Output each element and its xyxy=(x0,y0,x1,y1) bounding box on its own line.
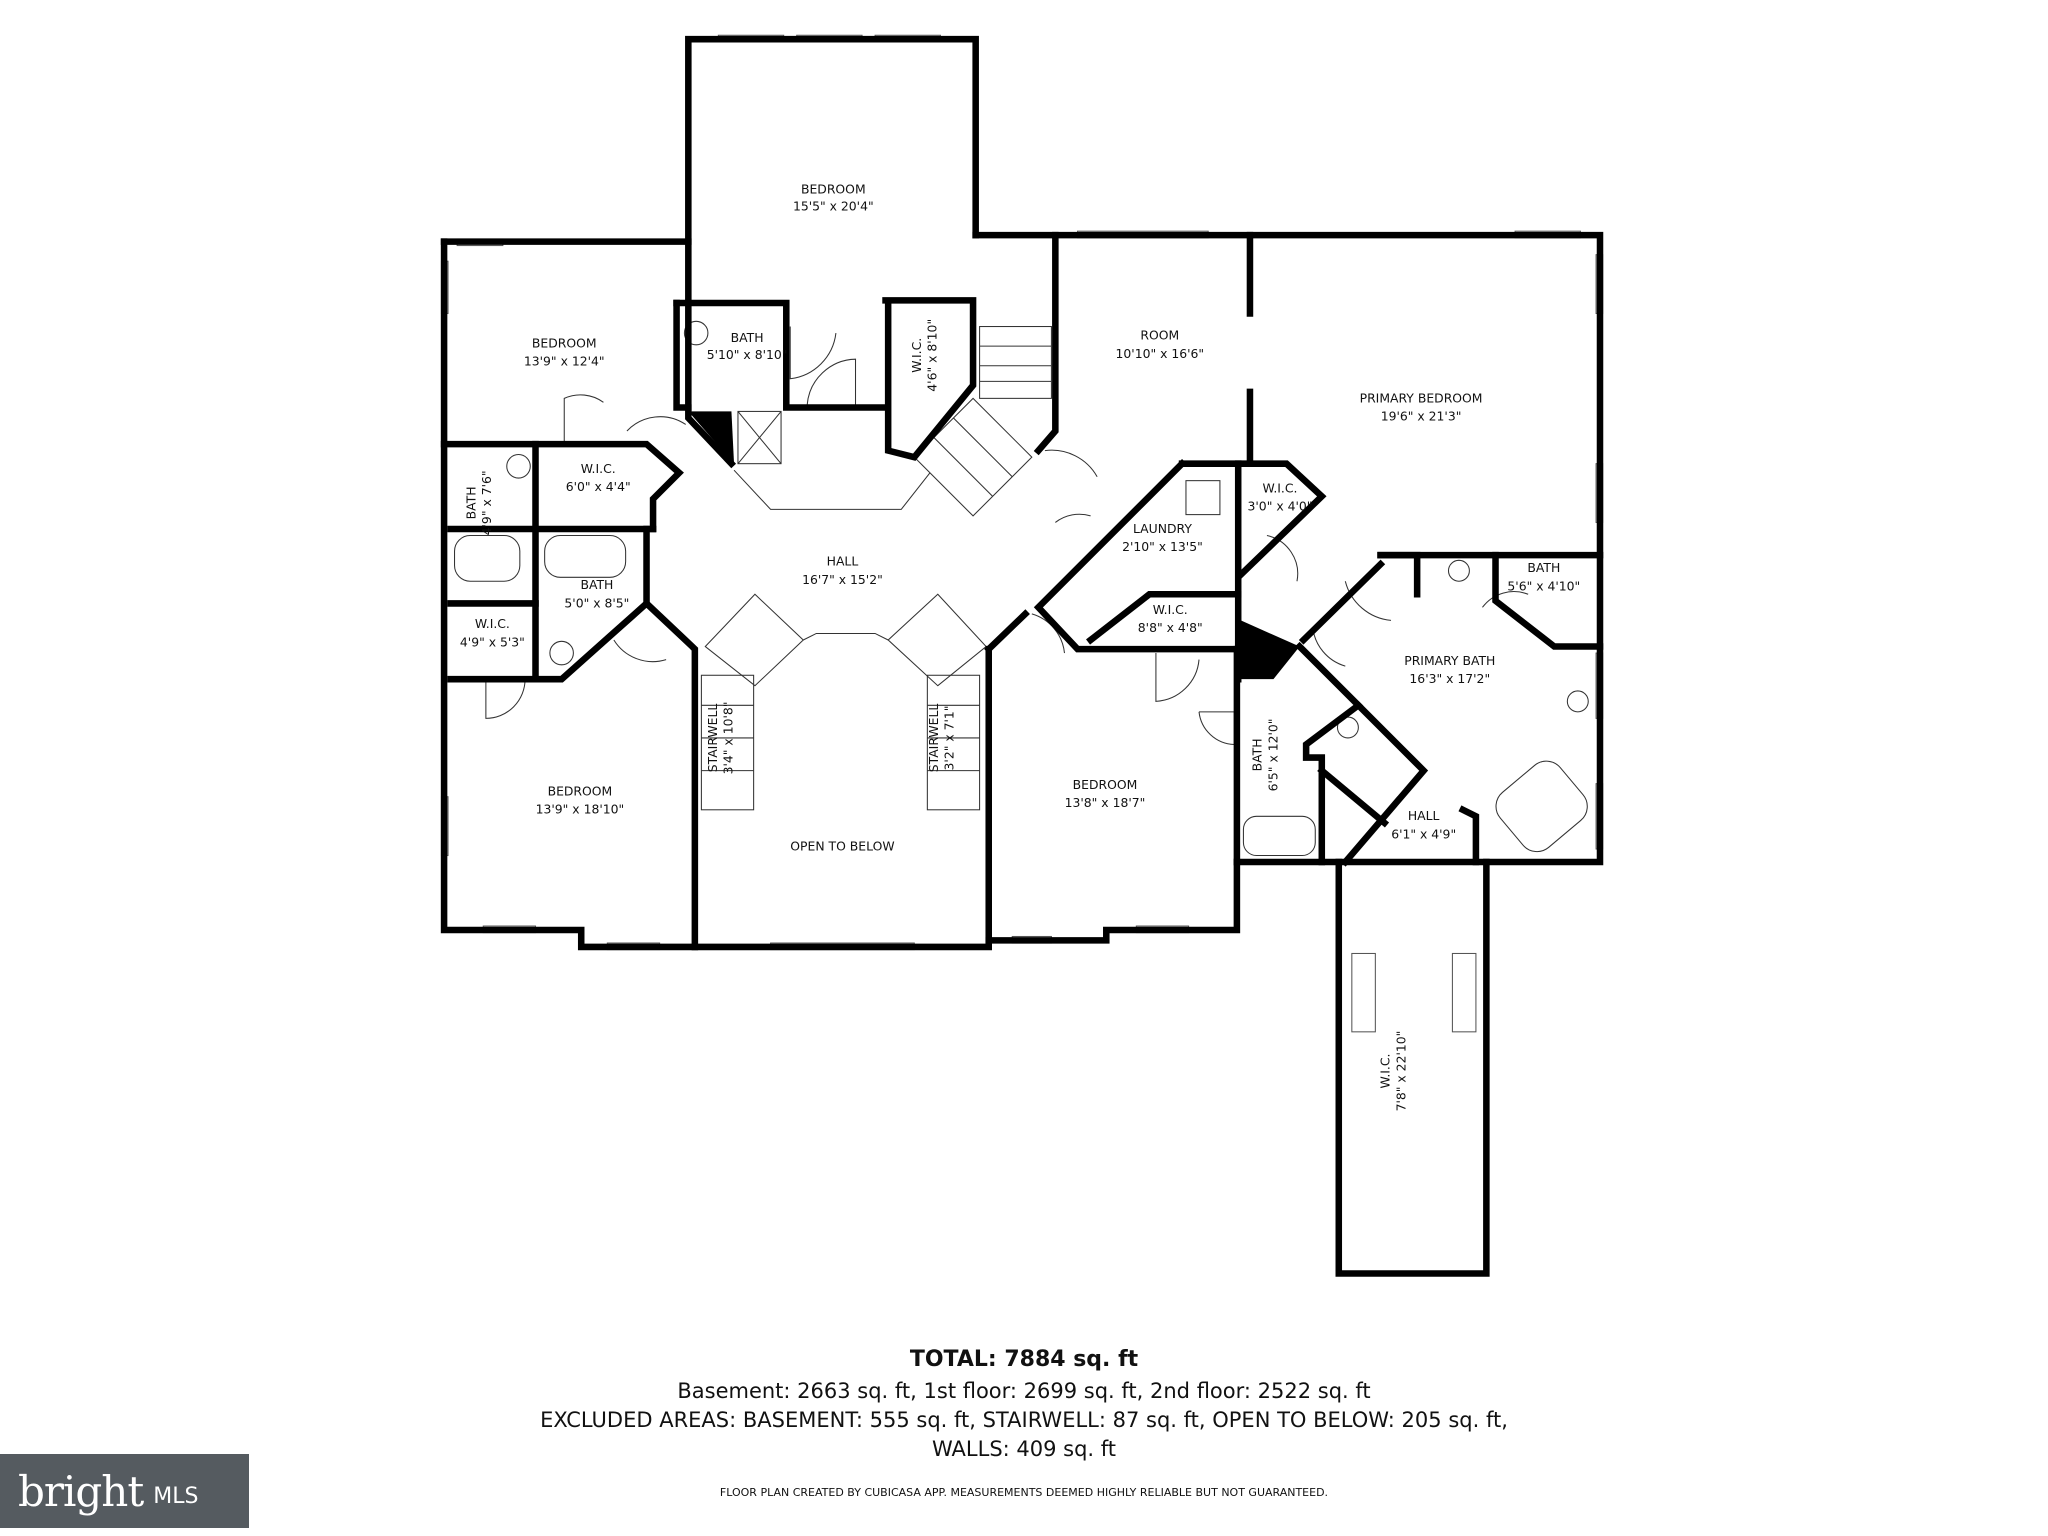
room-label-room: ROOM 10'10" x 16'6" xyxy=(1116,328,1205,361)
walls xyxy=(440,35,1604,1277)
room-label-bedroom-left: BEDROOM 13'9" x 12'4" xyxy=(524,335,605,368)
room-label-bath-top: BATH 5'10" x 8'10" xyxy=(707,330,788,362)
room-label-bath-primary-small: BATH 5'6" x 4'10" xyxy=(1507,560,1580,593)
room-dims: 4'6" x 8'10" xyxy=(924,319,939,392)
room-dims: 3'0" x 4'0" xyxy=(1248,499,1313,514)
walls-area: WALLS: 409 sq. ft xyxy=(931,1437,1117,1461)
room-label-wic-small: W.I.C. 3'0" x 4'0" xyxy=(1248,480,1313,513)
room-name: PRIMARY BEDROOM xyxy=(1360,390,1483,405)
room-dims: 5'10" x 8'10" xyxy=(707,347,788,362)
room-name: HALL xyxy=(827,554,859,569)
room-name: BATH xyxy=(731,330,764,345)
room-name: BEDROOM xyxy=(801,181,866,196)
room-name: W.I.C. xyxy=(1378,1054,1393,1089)
room-name: W.I.C. xyxy=(909,338,924,373)
logo-brand: bright xyxy=(18,1466,144,1516)
room-dims: 3'2" x 7'1" xyxy=(941,705,956,770)
room-dims: 13'9" x 18'10" xyxy=(536,802,625,817)
room-label-laundry: LAUNDRY 2'10" x 13'5" xyxy=(1122,521,1203,554)
room-dims: 10'10" x 16'6" xyxy=(1116,346,1205,361)
room-dims: 16'7" x 15'2" xyxy=(802,572,883,587)
room-label-bedroom-lower-left: BEDROOM 13'9" x 18'10" xyxy=(536,783,625,816)
room-dims: 5'0" x 8'5" xyxy=(564,595,629,610)
room-dims: 13'9" x 12'4" xyxy=(524,354,605,369)
room-label-bedroom-lower-right: BEDROOM 13'8" x 18'7" xyxy=(1065,777,1146,810)
room-label-wic-laundry: W.I.C. 8'8" x 4'8" xyxy=(1138,602,1203,635)
room-label-primary-bedroom: PRIMARY BEDROOM 19'6" x 21'3" xyxy=(1360,390,1483,423)
room-name: PRIMARY BATH xyxy=(1404,653,1495,668)
stairs xyxy=(700,326,1052,811)
fixtures xyxy=(454,320,1589,857)
room-label-hall: HALL 16'7" x 15'2" xyxy=(802,554,883,587)
room-name: STAIRWELL xyxy=(705,704,720,773)
logo-suffix: MLS xyxy=(153,1483,199,1509)
room-name: BEDROOM xyxy=(1073,777,1138,792)
room-name: W.I.C. xyxy=(1153,602,1188,617)
room-dims: 15'5" x 20'4" xyxy=(793,198,874,213)
disclaimer: FLOOR PLAN CREATED BY CUBICASA APP. MEAS… xyxy=(719,1486,1329,1499)
room-dims: 6'5" x 12'0" xyxy=(1265,719,1280,792)
room-name: BATH xyxy=(463,486,478,519)
room-label-hall-small: HALL 6'1" x 4'9" xyxy=(1391,808,1456,841)
room-label-primary-bath: PRIMARY BATH 16'3" x 17'2" xyxy=(1404,653,1495,686)
room-name: LAUNDRY xyxy=(1133,521,1192,536)
room-label-bedroom-top: BEDROOM 15'5" x 20'4" xyxy=(793,181,874,213)
room-name: W.I.C. xyxy=(581,461,616,476)
room-name: STAIRWELL xyxy=(926,704,941,773)
room-dims: 3'4" x 10'8" xyxy=(721,702,736,775)
room-dims: 8'8" x 4'8" xyxy=(1138,620,1203,635)
room-dims: 2'10" x 13'5" xyxy=(1122,539,1203,554)
room-dims: 4'9" x 7'6" xyxy=(479,470,494,535)
room-label-wic-left: W.I.C. 6'0" x 4'4" xyxy=(566,461,631,494)
windows xyxy=(440,34,1604,1033)
room-name: OPEN TO BELOW xyxy=(790,838,894,853)
room-label-open-to-below: OPEN TO BELOW xyxy=(790,838,894,853)
room-dims: 13'8" x 18'7" xyxy=(1065,795,1146,810)
room-label-wic-top: W.I.C.4'6" x 8'10" xyxy=(909,319,940,392)
room-name: ROOM xyxy=(1140,328,1179,343)
room-dims: 19'6" x 21'3" xyxy=(1381,409,1462,424)
room-label-wic-lower-left: W.I.C. 4'9" x 5'3" xyxy=(460,616,525,649)
room-name: W.I.C. xyxy=(1263,480,1298,495)
excluded-areas: EXCLUDED AREAS: BASEMENT: 555 sq. ft, ST… xyxy=(540,1408,1508,1432)
room-name: W.I.C. xyxy=(475,616,510,631)
doors xyxy=(485,326,1529,746)
room-name: BEDROOM xyxy=(532,335,597,350)
room-dims: 6'0" x 4'4" xyxy=(566,479,631,494)
bright-mls-logo: bright MLS xyxy=(0,1454,249,1528)
room-dims: 16'3" x 17'2" xyxy=(1409,671,1490,686)
room-name: BATH xyxy=(580,577,613,592)
total-area: TOTAL: 7884 sq. ft xyxy=(909,1347,1139,1372)
room-dims: 4'9" x 5'3" xyxy=(460,635,525,650)
room-name: BEDROOM xyxy=(548,783,613,798)
room-name: BATH xyxy=(1250,738,1265,771)
room-dims: 7'8" x 22'10" xyxy=(1393,1031,1408,1112)
room-name: HALL xyxy=(1408,808,1440,823)
room-labels: BEDROOM 15'5" x 20'4" BEDROOM 13'9" x 12'4… xyxy=(460,181,1580,1111)
room-label-bath-center: BATH 5'0" x 8'5" xyxy=(564,577,629,610)
room-dims: 6'1" x 4'9" xyxy=(1391,827,1456,842)
room-dims: 5'6" x 4'10" xyxy=(1507,578,1580,593)
room-name: BATH xyxy=(1527,560,1560,575)
floor-areas: Basement: 2663 sq. ft, 1st floor: 2699 s… xyxy=(677,1379,1371,1403)
room-label-wic-long: W.I.C.7'8" x 22'10" xyxy=(1378,1031,1409,1112)
